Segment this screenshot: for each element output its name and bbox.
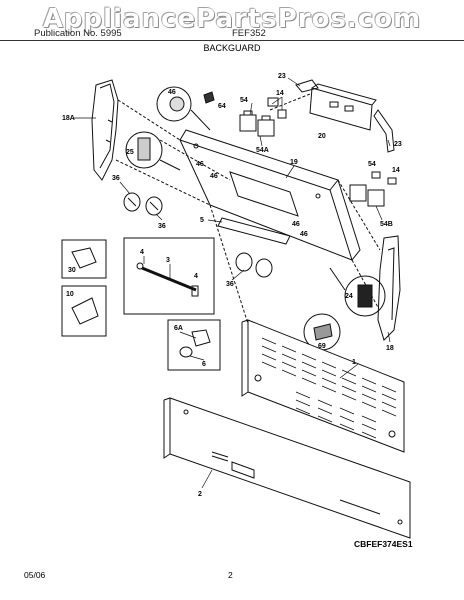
label-25: 25 — [126, 149, 134, 156]
label-6: 6 — [202, 361, 206, 368]
label-4-bottom: 4 — [194, 273, 198, 280]
label-1: 1 — [352, 359, 356, 366]
rod-box-3 — [123, 237, 215, 315]
publication-text: Publication No. 5995 — [34, 28, 122, 39]
knobs-36-left — [123, 192, 163, 216]
label-14-upper: 14 — [276, 90, 284, 97]
bracket-23-top — [295, 79, 319, 93]
label-46-callout: 46 — [168, 89, 176, 96]
module-box-10 — [61, 285, 107, 337]
model-text: FEF352 — [232, 28, 266, 39]
igniter-box-6 — [167, 319, 221, 371]
label-46-left: 46 — [196, 161, 204, 168]
label-5: 5 — [200, 217, 204, 224]
label-2: 2 — [198, 491, 202, 498]
callout-46-knob — [156, 86, 211, 131]
label-36-left: 36 — [112, 175, 120, 182]
label-24: 24 — [345, 293, 353, 300]
switch-54-upper — [239, 97, 287, 137]
switch-54-right — [349, 171, 397, 207]
rear-panel-1 — [241, 319, 405, 453]
label-69: 69 — [318, 343, 326, 350]
section-title: BACKGUARD — [203, 43, 261, 53]
label-54a: 54A — [256, 147, 269, 154]
bracket-23-right — [373, 109, 395, 153]
label-54-right: 54 — [368, 161, 376, 168]
control-panel-19 — [179, 129, 361, 261]
label-23-right: 23 — [394, 141, 402, 148]
label-54-upper: 54 — [240, 97, 248, 104]
label-3: 3 — [166, 257, 170, 264]
watermark: AppliancePartsPros.com — [42, 4, 422, 34]
label-46-left-2: 46 — [210, 173, 218, 180]
label-20: 20 — [318, 133, 326, 140]
diagram-code: CBFEF374ES1 — [354, 539, 413, 549]
label-36-lower: 36 — [226, 281, 234, 288]
label-54b: 54B — [380, 221, 393, 228]
label-14-right: 14 — [392, 167, 400, 174]
label-30: 30 — [68, 267, 76, 274]
header-rule — [0, 40, 464, 41]
footer-date: 05/06 — [24, 570, 46, 580]
clip-64 — [203, 91, 215, 104]
label-18: 18 — [386, 345, 394, 352]
control-board-20 — [309, 83, 377, 131]
label-10: 10 — [66, 291, 74, 298]
footer-page-number: 2 — [228, 570, 233, 580]
callout-24 — [329, 267, 386, 317]
label-46-right-2: 46 — [300, 231, 308, 238]
label-46-right: 46 — [292, 221, 300, 228]
bracket-box-30 — [61, 239, 107, 279]
label-36-mid: 36 — [158, 223, 166, 230]
label-4-top: 4 — [140, 249, 144, 256]
label-64: 64 — [218, 103, 226, 110]
label-6a: 6A — [174, 325, 183, 332]
trim-strip-5 — [217, 217, 291, 245]
callout-25-switch — [125, 131, 181, 171]
label-19: 19 — [290, 159, 298, 166]
label-leaders — [74, 77, 391, 489]
label-23-top: 23 — [278, 73, 286, 80]
lower-panel-2 — [163, 397, 411, 539]
left-end-cap-18a — [91, 79, 119, 181]
right-end-cap-18 — [377, 235, 401, 341]
knobs-36-lower — [235, 252, 273, 278]
label-18a: 18A — [62, 115, 75, 122]
